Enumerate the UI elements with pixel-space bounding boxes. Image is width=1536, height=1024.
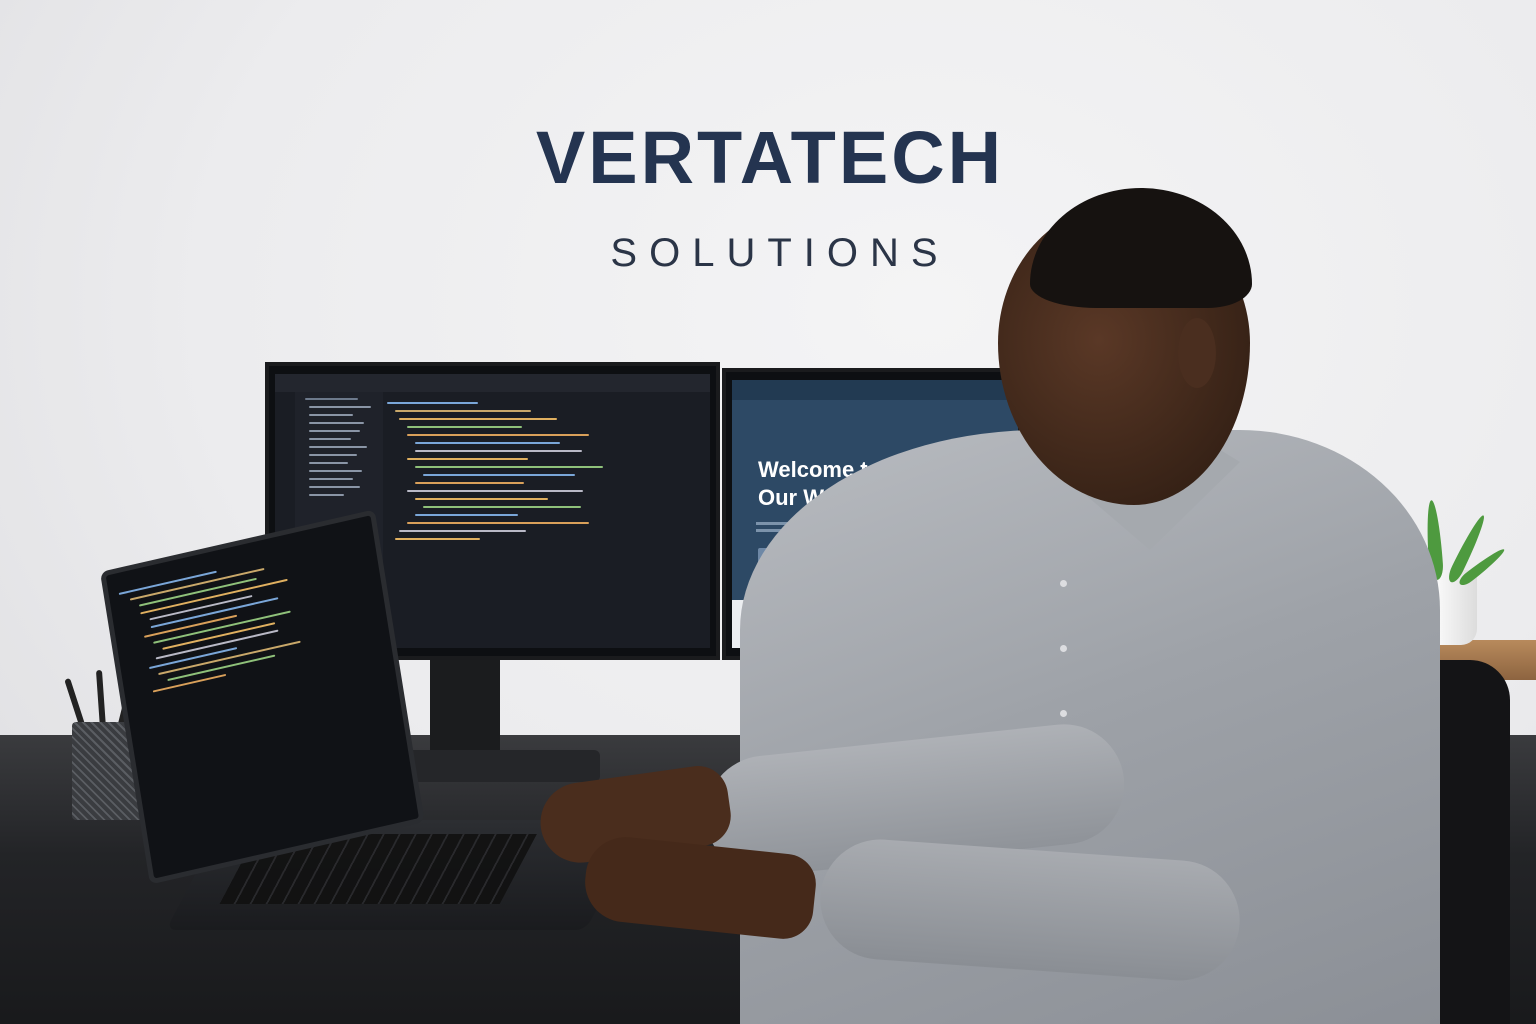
brand-tagline: SOLUTIONS <box>610 231 950 275</box>
person-ear <box>1178 318 1216 388</box>
brand-name: VERTATECH <box>535 116 1005 199</box>
editor-code-area <box>387 396 690 648</box>
laptop-code <box>118 531 409 876</box>
monitor-stand-left <box>430 660 500 760</box>
website-nav-bar <box>732 380 1018 400</box>
editor-menu-bar <box>275 374 710 392</box>
person-hair <box>1030 188 1252 308</box>
laptop-screen <box>100 509 425 885</box>
